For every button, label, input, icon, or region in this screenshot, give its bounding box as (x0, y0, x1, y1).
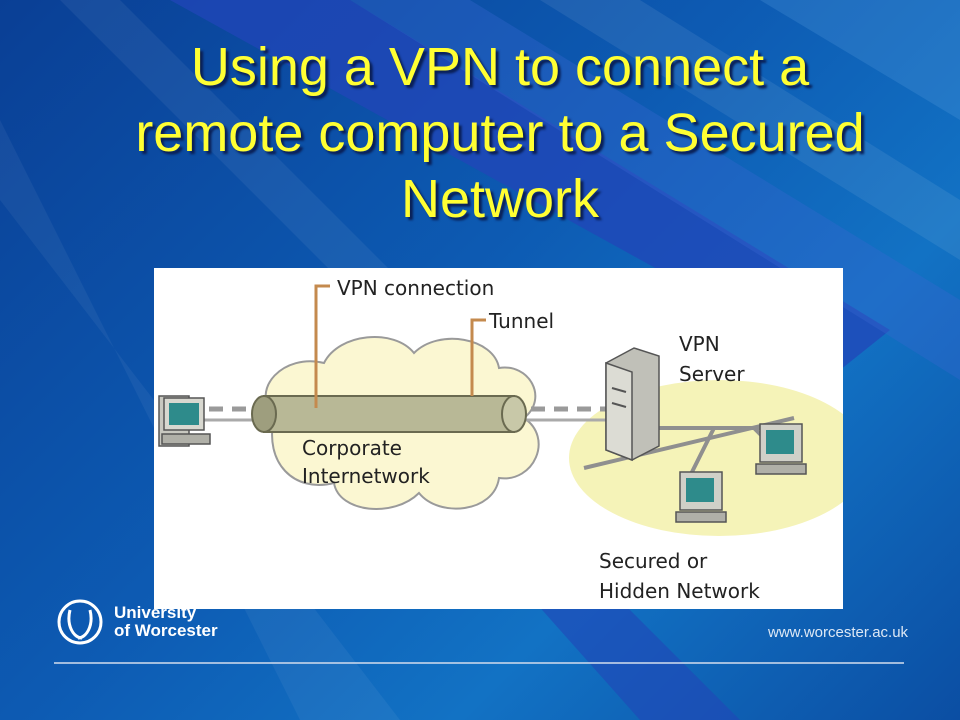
university-name: University of Worcester (114, 604, 218, 640)
network-label-1: Secured or (599, 549, 708, 573)
vpn-tunnel (251, 395, 527, 433)
slide-title: Using a VPN to connect a remote computer… (40, 34, 960, 232)
network-computer-icon (675, 471, 727, 523)
network-label-2: Hidden Network (599, 579, 760, 603)
vpn-diagram: VPN connection Tunnel VPN Server Corpora… (154, 268, 843, 609)
cloud-label-2: Internetwork (302, 464, 430, 488)
vpn-server-icon (605, 347, 660, 462)
vpn-connection-leader (314, 284, 330, 408)
title-line-2: remote computer to a Secured (135, 103, 865, 163)
footer-divider (54, 662, 904, 664)
title-line-1: Using a VPN to connect a (190, 37, 810, 97)
title-line-3: Network (400, 169, 600, 229)
website-url[interactable]: www.worcester.ac.uk (768, 624, 909, 641)
vpn-server-label-1: VPN (679, 332, 720, 356)
vpn-connection-label: VPN connection (337, 276, 494, 300)
tunnel-leader (470, 318, 486, 396)
university-logo-icon (57, 599, 103, 645)
tunnel-label: Tunnel (488, 309, 554, 333)
remote-computer-icon (158, 395, 211, 447)
cloud-label-1: Corporate (302, 436, 402, 460)
network-computer-icon (755, 423, 807, 475)
vpn-server-label-2: Server (679, 362, 745, 386)
logo-text-line-2: of Worcester (114, 621, 218, 640)
logo-text-line-1: University (114, 603, 197, 622)
